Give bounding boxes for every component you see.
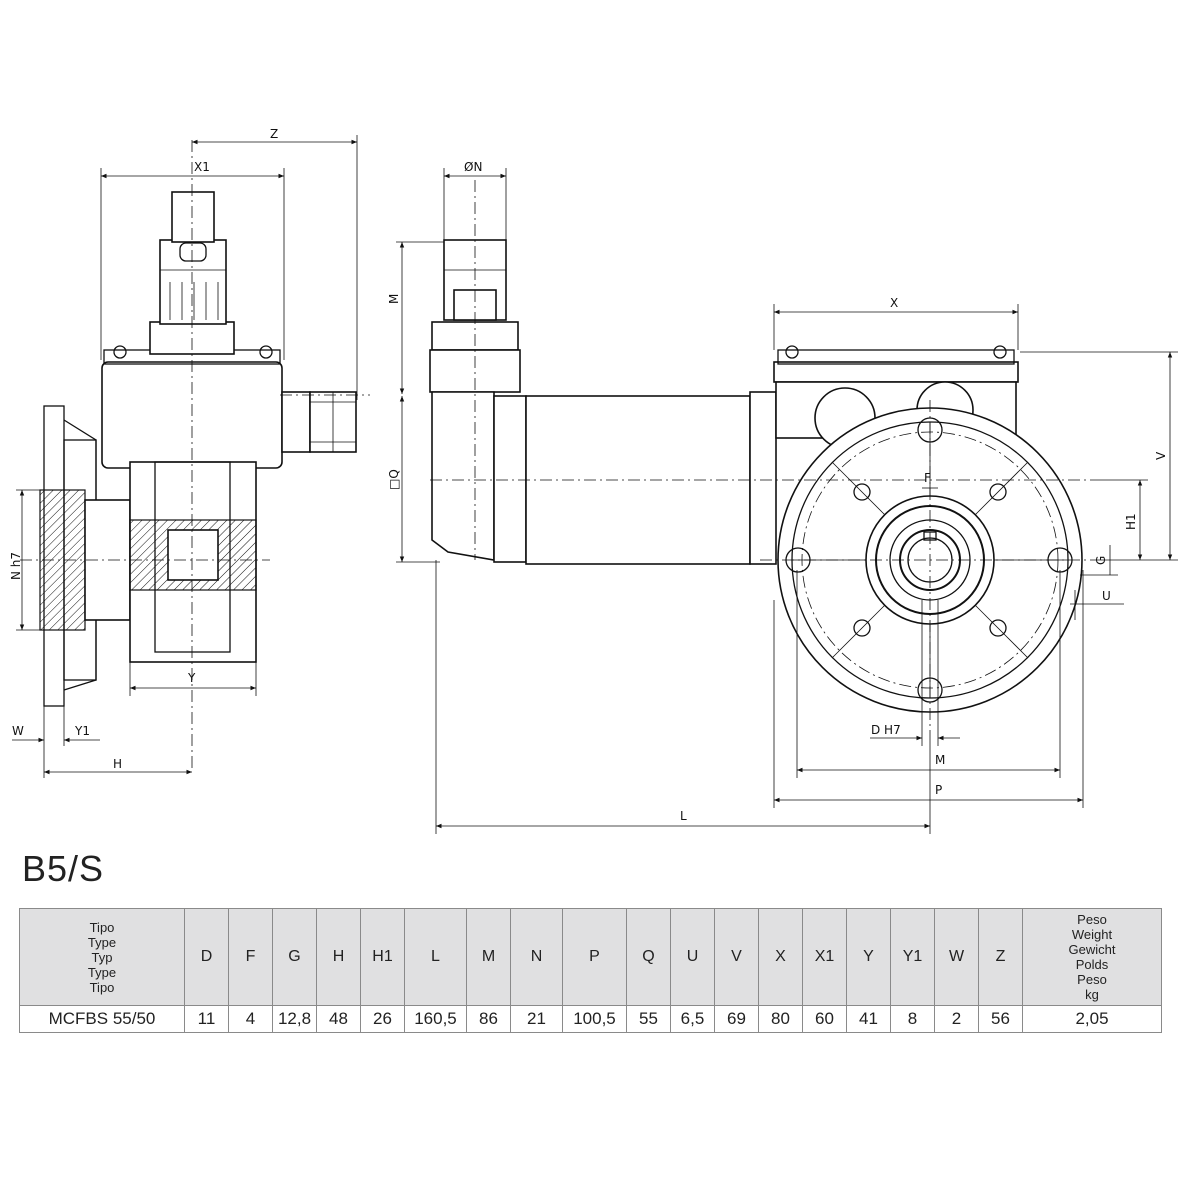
- dimension-lines: [12, 135, 1178, 834]
- header-tipo-line: Tipo: [89, 979, 115, 995]
- header-peso-line: Gewicht: [1068, 942, 1116, 957]
- header-u: U: [670, 908, 715, 1006]
- header-q: Q: [626, 908, 671, 1006]
- label-z: Z: [270, 127, 278, 141]
- table-cell: 4: [228, 1005, 273, 1033]
- table-cell: 12,8: [272, 1005, 317, 1033]
- table-cell: 41: [846, 1005, 891, 1033]
- table-cell: 21: [510, 1005, 563, 1033]
- header-peso-line: Weight: [1071, 927, 1113, 942]
- header-tipo: Tipo Type Typ Type Tipo: [19, 908, 185, 1006]
- label-dh7: D H7: [871, 723, 901, 737]
- header-p: P: [562, 908, 627, 1006]
- table-cell: 86: [466, 1005, 511, 1033]
- label-x1: X1: [194, 160, 210, 174]
- header-m: M: [466, 908, 511, 1006]
- table-cell: 8: [890, 1005, 935, 1033]
- header-d: D: [184, 908, 229, 1006]
- label-h1: H1: [1124, 513, 1138, 530]
- side-view: [20, 140, 370, 770]
- table-cell: 2: [934, 1005, 979, 1033]
- header-y: Y: [846, 908, 891, 1006]
- header-w: W: [934, 908, 979, 1006]
- technical-drawing: Z X1 ØN M □Q X V F H1 G U N h7 Y W Y1 H …: [9, 127, 1178, 834]
- label-l: L: [680, 809, 687, 823]
- header-peso-line: Peso: [1077, 972, 1107, 987]
- label-w: W: [12, 724, 24, 738]
- header-n: N: [510, 908, 563, 1006]
- header-l: L: [404, 908, 467, 1006]
- table-cell: 100,5: [562, 1005, 627, 1033]
- page-title: B5/S: [22, 848, 105, 889]
- cell-weight: 2,05: [1022, 1005, 1162, 1033]
- label-v: V: [1154, 451, 1168, 460]
- header-f: F: [228, 908, 273, 1006]
- table-cell: 80: [758, 1005, 803, 1033]
- label-u: U: [1102, 589, 1111, 603]
- header-peso: Peso Weight Gewicht Polds Peso kg: [1022, 908, 1162, 1006]
- label-h: H: [113, 757, 122, 771]
- label-on: ØN: [464, 160, 482, 174]
- table-cell: 60: [802, 1005, 847, 1033]
- header-h1: H1: [360, 908, 405, 1006]
- header-h: H: [316, 908, 361, 1006]
- table-cell: 6,5: [670, 1005, 715, 1033]
- specification-table: Tipo Type Typ Type Tipo D F G H H1 L M N…: [19, 908, 1162, 1033]
- header-tipo-line: Type: [87, 934, 117, 950]
- label-f: F: [924, 471, 931, 485]
- header-tipo-line: Tipo: [89, 919, 115, 935]
- front-view: [429, 180, 1100, 740]
- header-y1: Y1: [890, 908, 935, 1006]
- table-cell: 56: [978, 1005, 1023, 1033]
- table-cell: 69: [714, 1005, 759, 1033]
- header-x1: X1: [802, 908, 847, 1006]
- header-peso-line: Polds: [1075, 957, 1109, 972]
- table-cell: 55: [626, 1005, 671, 1033]
- header-tipo-line: Typ: [91, 949, 113, 965]
- label-m-horizontal: M: [935, 753, 945, 767]
- label-x: X: [890, 296, 898, 310]
- header-g: G: [272, 908, 317, 1006]
- table-header-row: Tipo Type Typ Type Tipo D F G H H1 L M N…: [19, 908, 1162, 1006]
- label-m-vertical: M: [387, 294, 401, 304]
- header-peso-line: kg: [1085, 987, 1099, 1002]
- header-z: Z: [978, 908, 1023, 1006]
- table-cell: 11: [184, 1005, 229, 1033]
- header-tipo-line: Type: [87, 964, 117, 980]
- label-nh7: N h7: [9, 552, 23, 580]
- header-v: V: [714, 908, 759, 1006]
- header-x: X: [758, 908, 803, 1006]
- table-cell: 26: [360, 1005, 405, 1033]
- label-q: □Q: [387, 469, 401, 490]
- label-y: Y: [187, 671, 196, 685]
- table-cell: 48: [316, 1005, 361, 1033]
- table-cell: 160,5: [404, 1005, 467, 1033]
- cell-model: MCFBS 55/50: [19, 1005, 185, 1033]
- table-row: MCFBS 55/50 11 4 12,8 48 26 160,5 86 21 …: [19, 1005, 1162, 1033]
- label-g: G: [1094, 556, 1108, 565]
- label-y1: Y1: [74, 724, 90, 738]
- dimension-labels: Z X1 ØN M □Q X V F H1 G U N h7 Y W Y1 H …: [9, 127, 1168, 823]
- header-peso-line: Peso: [1077, 912, 1107, 927]
- label-p: P: [935, 783, 942, 797]
